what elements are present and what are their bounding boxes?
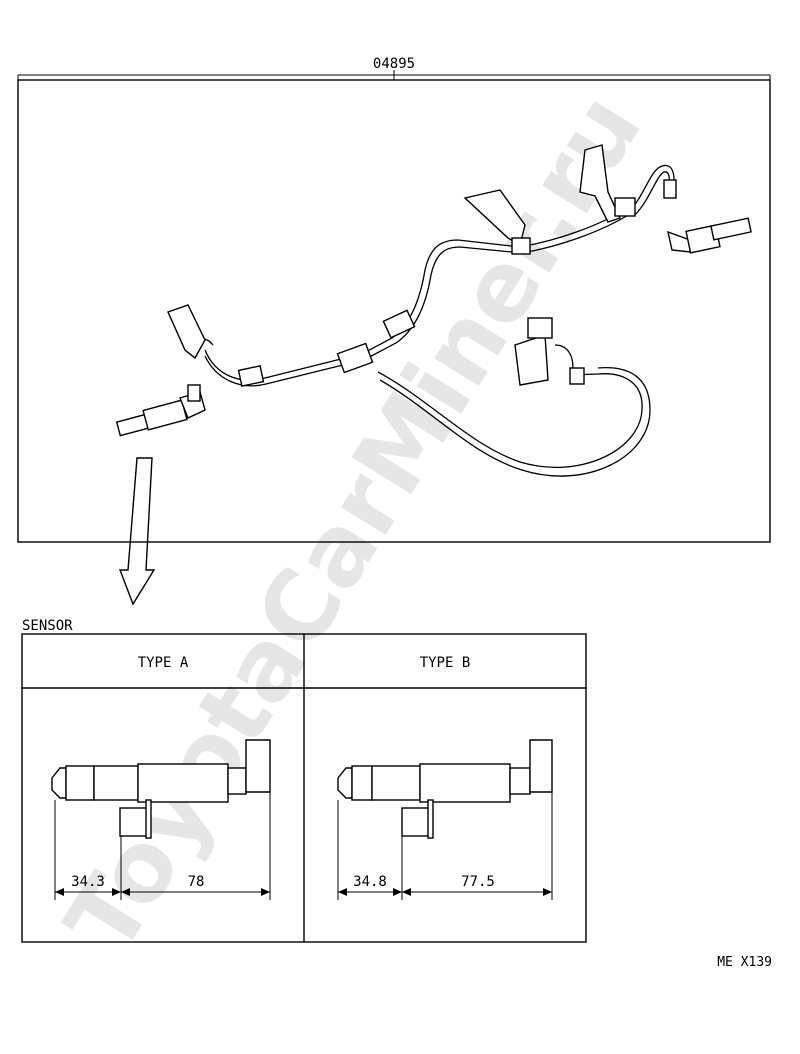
type-a-dim-left: 34.3: [71, 874, 105, 890]
left-bracket: [167, 304, 206, 360]
clamp-center: [336, 342, 374, 374]
type-a-dim-right: 78: [188, 874, 205, 890]
type-b-header: TYPE B: [420, 655, 471, 671]
section-title: SENSOR: [22, 618, 73, 634]
detail-arrow: [118, 457, 156, 606]
type-b-sensor-drawing: 34.8 77.5: [337, 739, 553, 900]
center-lower-bracket: [514, 317, 599, 386]
figure-code: ME X139: [717, 955, 772, 970]
type-b-dim-left: 34.8: [353, 874, 387, 890]
upper-bracket: [463, 189, 526, 247]
right-sensor: [667, 217, 752, 254]
clamp-upper: [382, 309, 416, 339]
clamp-upper-right: [511, 237, 531, 255]
right-bracket: [579, 144, 621, 223]
clamp-left: [237, 365, 265, 387]
part-number-label: 04895: [373, 56, 415, 72]
clamp-right: [614, 197, 636, 217]
type-b-dim-right: 77.5: [461, 874, 495, 890]
left-sensor: [115, 384, 206, 437]
watermark-text: ToyotaCarMiner.ru: [45, 75, 664, 972]
part-number-callout: 04895: [17, 56, 771, 80]
type-a-sensor-drawing: 34.3 78: [51, 739, 271, 900]
wire-harness-drawing: [115, 144, 752, 477]
assembly-frame: [17, 79, 771, 543]
right-small-connector: [663, 179, 677, 199]
sensor-table: TYPE A TYPE B: [21, 633, 587, 943]
type-a-header: TYPE A: [138, 655, 189, 671]
